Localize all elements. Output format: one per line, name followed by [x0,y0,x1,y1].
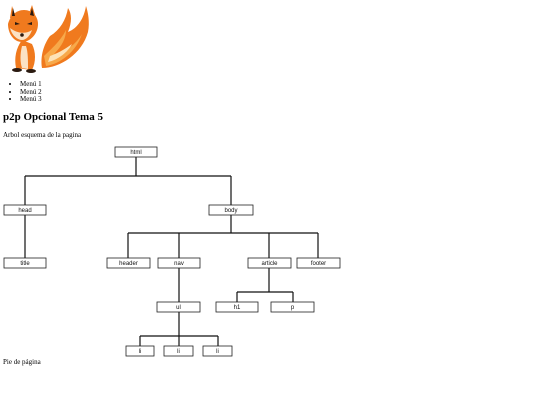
page-footer: Pie de página [3,358,41,366]
node-nav: nav [157,257,201,269]
node-header: header [106,257,151,269]
node-body-label: body [224,208,237,214]
node-footer-label: footer [311,261,326,267]
menu-item-3[interactable]: Menú 3 [20,95,42,104]
nav-menu: Menú 1 Menú 2 Menú 3 [8,80,42,104]
node-li-3-label: li [216,349,219,355]
node-title-label: title [20,261,30,267]
node-li-2-label: li [177,349,180,355]
node-li-2: li [163,345,194,357]
menu-item-1[interactable]: Menú 1 [20,80,42,89]
fox-logo [8,5,89,73]
node-head-label: head [18,208,31,214]
node-h1-label: h1 [234,305,241,311]
node-header-label: header [119,261,138,267]
node-li-1: li [125,345,155,357]
node-article-label: article [261,261,278,267]
node-li-3: li [202,345,233,357]
node-article: article [247,257,292,269]
node-footer: footer [296,257,341,269]
tree-connectors [24,157,319,346]
node-title: title [3,257,47,269]
node-ul: ul [156,301,201,313]
node-ul-label: ul [176,305,181,311]
node-li-1-label: li [139,349,142,355]
node-html: html [114,146,158,158]
node-html-label: html [130,150,141,156]
node-h1: h1 [215,301,259,313]
page-subtitle: Arbol esquema de la pagina [3,131,82,139]
node-head: head [3,204,47,216]
page-title: p2p Opcional Tema 5 [3,111,103,123]
node-nav-label: nav [174,261,184,267]
menu-item-2[interactable]: Menú 2 [20,88,42,97]
node-p-label: p [291,305,295,311]
node-body: body [208,204,254,216]
node-p: p [270,301,315,313]
